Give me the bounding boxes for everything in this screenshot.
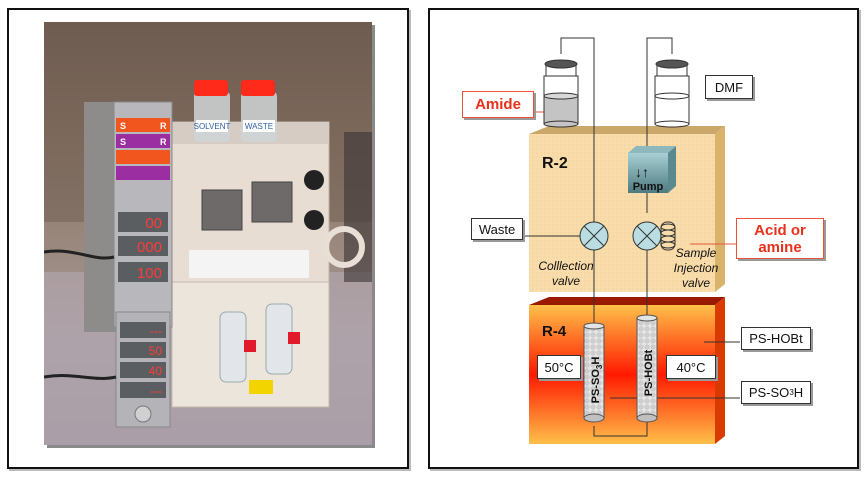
- display-1: [118, 212, 168, 232]
- temp-left-label: 50°C: [537, 355, 581, 379]
- column-right-label: PS-HOBt: [643, 349, 655, 396]
- r4-title: R-4: [542, 323, 567, 340]
- ps-so3h-subscript: 3: [789, 388, 794, 397]
- button-letter-s2: S: [120, 137, 126, 147]
- collection-valve-label-line1: Colllection: [538, 259, 594, 273]
- glass-column-left: [219, 311, 247, 383]
- button-row-4: [116, 166, 170, 180]
- waste-tag: [243, 120, 275, 132]
- tube-column-link: [593, 418, 648, 437]
- solvent-cap: [194, 80, 228, 96]
- solvent-tag-text: SOLVENT: [194, 122, 231, 131]
- pump-head-right: [251, 181, 293, 223]
- pump: ↓↑ Pump: [628, 146, 676, 193]
- apparatus-photo: SOLVENT WASTE S R S R 00 000 100 --- 50 …: [44, 22, 372, 445]
- cable-1: [44, 249, 115, 260]
- temp-right-label: 40°C: [666, 355, 716, 379]
- sample-injection-valve: [632, 221, 662, 251]
- display-5-value: 50: [149, 344, 163, 358]
- display-7-value: ---: [150, 384, 162, 398]
- pump-label: Pump: [633, 181, 664, 193]
- r2-side-face: [715, 126, 725, 292]
- display-3: [118, 262, 168, 282]
- display-4-value: ---: [150, 324, 162, 338]
- flow-schematic: R-2 R-4 ↓↑ Pump: [490, 37, 740, 444]
- cable-2: [44, 374, 117, 380]
- ps-hobt-callout: PS-HOBt: [741, 327, 811, 350]
- button-letter-s1: S: [120, 121, 126, 131]
- display-5: [120, 342, 166, 358]
- waste-cap: [241, 80, 275, 96]
- pump-head-left: [201, 189, 243, 231]
- valve-strip: [189, 250, 309, 278]
- amide-label: Amide: [462, 91, 534, 118]
- button-letter-r2: R: [160, 137, 167, 147]
- display-6-value: 40: [149, 364, 163, 378]
- button-row-1: [116, 118, 170, 132]
- solvent-bottle: [194, 92, 230, 142]
- sample-valve-label-line3: valve: [682, 276, 710, 290]
- display-1-value: 00: [145, 215, 162, 232]
- amide-bottle: [543, 59, 579, 128]
- dmf-bottle: [654, 59, 690, 128]
- waste-tag-text: WASTE: [245, 122, 273, 131]
- r4-side-face: [715, 297, 725, 444]
- ps-so3h-prefix: PS-SO: [748, 385, 790, 400]
- column-cap-left: [244, 340, 256, 352]
- sample-loop-coil: [660, 221, 676, 251]
- knob-top: [304, 170, 324, 190]
- apparatus-illustration: SOLVENT WASTE S R S R 00 000 100 --- 50 …: [44, 22, 372, 445]
- solvent-tag: [196, 120, 228, 132]
- tube-amide-to-collection: [560, 37, 595, 226]
- collection-valve: [579, 221, 609, 251]
- display-6: [120, 362, 166, 378]
- display-2: [118, 236, 168, 256]
- display-2-value: 000: [137, 239, 162, 256]
- pump-arrows-icon: ↓↑: [635, 164, 649, 180]
- tubing-coil: [323, 226, 365, 268]
- column-ps-so3h: [583, 322, 605, 423]
- r2-top-face: [529, 126, 725, 134]
- column-ps-hobt: [636, 314, 658, 423]
- tube-dmf-to-pump: [646, 37, 673, 146]
- button-row-3: [116, 150, 170, 164]
- r2-module: [529, 134, 715, 292]
- waste-bottle: [241, 92, 277, 142]
- warning-sticker: [249, 380, 273, 394]
- sample-valve-label-line2: Injection: [674, 261, 719, 275]
- display-3-value: 100: [137, 265, 162, 282]
- dmf-label: DMF: [705, 75, 753, 99]
- acid-amine-label: Acid or amine: [736, 218, 824, 259]
- collection-valve-label-line2: valve: [552, 274, 580, 288]
- sample-valve-label-line1: Sample: [676, 246, 717, 260]
- knob-bottom: [304, 210, 324, 230]
- r2-title: R-2: [542, 155, 568, 172]
- acid-amine-text: Acid or amine: [754, 221, 806, 256]
- control-knob: [134, 405, 152, 423]
- button-letter-r1: R: [160, 121, 167, 131]
- ps-so3h-suffix: H: [793, 385, 804, 400]
- column-cap-right: [288, 332, 300, 344]
- button-row-2: [116, 134, 170, 148]
- display-7: [120, 382, 166, 398]
- r4-top-face: [529, 297, 725, 305]
- display-4: [120, 322, 166, 338]
- waste-label: Waste: [471, 218, 523, 240]
- column-left-label: PS-SO3H: [590, 357, 604, 404]
